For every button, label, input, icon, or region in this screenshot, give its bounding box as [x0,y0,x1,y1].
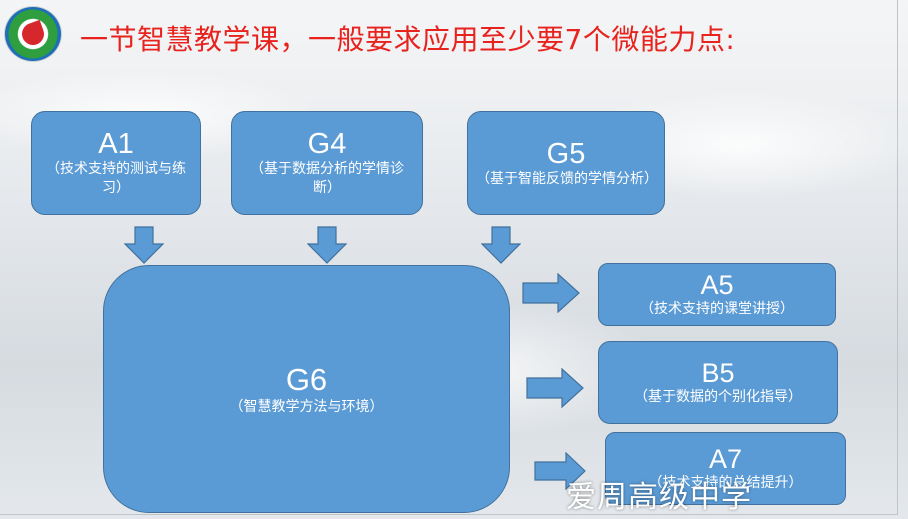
node-code: G5 [546,137,586,170]
node-code: A5 [700,270,734,300]
node-g6: G6 （智慧教学方法与环境） [103,265,510,513]
node-code: G4 [307,128,347,160]
node-g5: G5 （基于智能反馈的学情分析） [467,111,665,215]
node-code: G6 [285,361,328,397]
down-arrow-icon [481,226,521,264]
right-arrow-icon [534,452,586,490]
node-code: A7 [708,444,743,474]
node-a5: A5 （技术支持的课堂讲授） [598,263,836,326]
node-description: （技术支持的总结提升） [648,475,803,491]
node-description: （基于数据的个别化指导） [634,389,802,405]
node-g4: G4 （基于数据分析的学情诊断） [231,111,423,215]
node-description: （基于智能反馈的学情分析） [476,170,658,187]
node-description: （智慧教学方法与环境） [229,398,384,415]
slide-title: 一节智慧教学课，一般要求应用至少要7个微能力点: [80,23,736,56]
node-description: （技术支持的测试与练习） [46,161,186,196]
down-arrow-icon [124,226,164,264]
node-description: （技术支持的课堂讲授） [640,301,794,317]
node-a7: A7 （技术支持的总结提升） [605,432,846,505]
node-code: B5 [701,358,735,388]
node-a1: A1 （技术支持的测试与练习） [31,111,201,215]
down-arrow-icon [307,226,347,264]
node-description: （基于数据分析的学情诊断） [250,161,404,196]
node-code: A1 [98,128,134,160]
right-arrow-icon [526,368,584,408]
watermark: 爱周高级中学 [566,480,752,515]
right-arrow-icon [522,273,580,313]
school-logo [4,6,62,62]
logo-emblem-icon [18,19,48,49]
node-b5: B5 （基于数据的个别化指导） [598,341,838,424]
